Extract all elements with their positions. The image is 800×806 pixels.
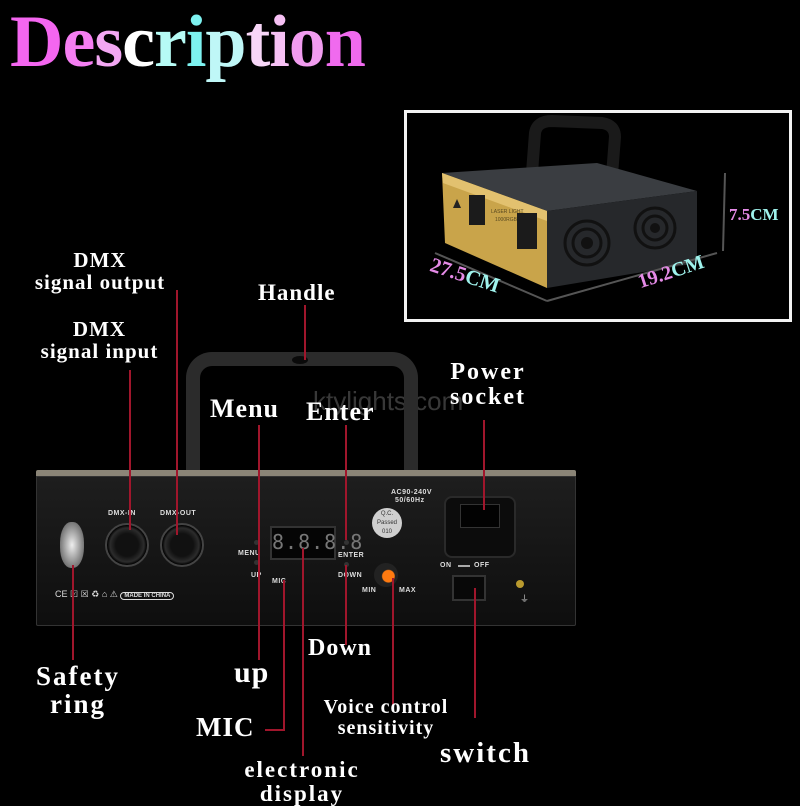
frequency-label: 50/60Hz [395, 497, 425, 504]
svg-text:1000RGB: 1000RGB [495, 217, 518, 223]
leader-menu-up [258, 425, 260, 660]
laser-light-render: LASER LIGHT 1000RGB [434, 114, 726, 302]
title-letter: e [62, 1, 95, 83]
title-letter: p [205, 1, 246, 83]
leader-switch [474, 588, 476, 718]
callout-mic: MIC [196, 712, 255, 742]
up-button[interactable] [254, 560, 259, 565]
title-letter: n [324, 1, 366, 83]
page-title: Description [10, 1, 366, 83]
dmx-in-label: DMX-IN [108, 510, 136, 517]
leader-voice-control [392, 578, 394, 705]
leader-mic-elbow [265, 729, 285, 731]
enter-button[interactable] [344, 540, 349, 545]
on-off-separator [458, 565, 470, 567]
down-button-label: DOWN [338, 572, 363, 579]
title-letter: s [94, 1, 123, 83]
product-dimension-photo: LASER LIGHT 1000RGB 27.5CM 19.2CM 7.5CM [404, 110, 792, 322]
power-socket[interactable] [444, 496, 516, 558]
off-label: OFF [474, 562, 490, 569]
title-letter: D [10, 1, 63, 83]
leader-dmx-output [176, 290, 178, 535]
ce-mark-icon: CE [55, 589, 68, 599]
leader-safety-ring [72, 565, 74, 660]
leader-power-socket [483, 420, 485, 510]
power-switch[interactable] [452, 575, 486, 601]
mic-label: MIC [272, 578, 287, 585]
fuse-screw [516, 580, 524, 588]
on-label: ON [440, 562, 452, 569]
height-dimension: 7.5CM [729, 205, 779, 224]
recycle-icon: ♻ [91, 589, 100, 599]
watermark: ktylights.com [313, 386, 464, 416]
iec-inlet [460, 504, 500, 528]
callout-menu: Menu [210, 394, 279, 423]
weee-bin-icon: ☒ [80, 589, 89, 599]
dmx-out-label: DMX-OUT [160, 510, 197, 517]
product-label-text: LASER LIGHT [491, 209, 524, 215]
voltage-label: AC90-240V [391, 489, 433, 496]
knob-max-label: MAX [399, 587, 417, 594]
title-letter: t [245, 1, 271, 83]
made-in-china-badge: MADE IN CHINA [120, 592, 175, 600]
warning-triangle-icon: ⚠ [109, 589, 118, 599]
leader-mic [283, 580, 285, 730]
callout-switch: switch [440, 737, 531, 769]
leader-enter [345, 425, 347, 540]
title-letter: r [153, 1, 187, 83]
down-button[interactable] [344, 562, 349, 567]
title-letter: i [269, 1, 290, 83]
callout-handle: Handle [258, 280, 336, 305]
enter-button-label: ENTER [338, 552, 365, 559]
up-button-label: UP [251, 572, 262, 579]
leader-electronic-display [302, 548, 304, 756]
title-letter: o [288, 1, 326, 83]
menu-button-label: MENU [238, 550, 261, 557]
safety-ring-bolt [60, 522, 84, 568]
menu-button[interactable] [254, 540, 259, 545]
voice-sensitivity-knob[interactable] [374, 563, 398, 587]
knob-min-label: MIN [362, 587, 377, 594]
leader-down [345, 565, 347, 645]
dmx-out-connector[interactable] [160, 523, 204, 567]
certification-row: CE ☑ ☒ ♻ ⌂ ⚠ MADE IN CHINA [55, 589, 175, 600]
check-box-icon: ☑ [70, 589, 79, 599]
leader-handle [304, 305, 306, 360]
ground-icon: ⏚ [520, 595, 530, 605]
title-letter: c [122, 1, 155, 83]
leader-dmx-input [129, 370, 131, 530]
callout-up: up [234, 656, 270, 689]
callout-enter: Enter [306, 397, 375, 426]
indoor-house-icon: ⌂ [101, 589, 108, 599]
title-letter: i [185, 1, 207, 83]
callout-down: Down [308, 635, 373, 661]
dmx-in-connector[interactable] [105, 523, 149, 567]
handle-hole [292, 356, 308, 364]
